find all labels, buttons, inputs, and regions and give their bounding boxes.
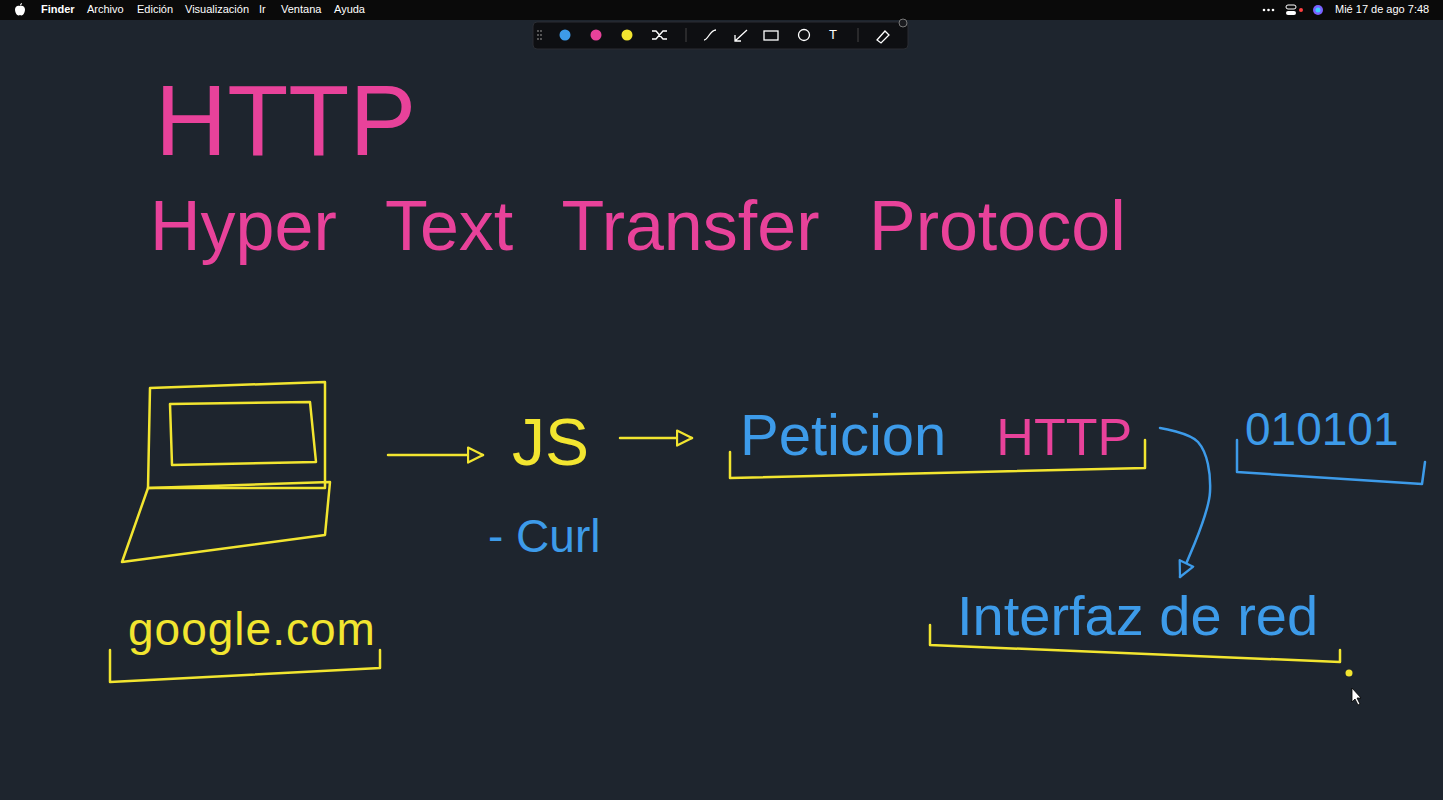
more-dot bbox=[1263, 9, 1266, 12]
record-dot bbox=[1299, 8, 1303, 12]
menu-item: Ir bbox=[259, 4, 266, 15]
arrow-tool-icon bbox=[735, 30, 747, 41]
step-label: JS bbox=[497, 401, 620, 483]
laptop-display bbox=[170, 402, 316, 465]
line-tool-icon bbox=[704, 30, 716, 40]
step-label: Peticion HTTP bbox=[700, 394, 1150, 474]
laptop-screen bbox=[148, 382, 325, 488]
separator bbox=[686, 28, 687, 42]
color-swatch bbox=[560, 30, 571, 41]
eraser-icon bbox=[877, 31, 889, 43]
more-dot bbox=[1267, 9, 1270, 12]
clock: Mié 17 de ago 7:48 bbox=[1335, 4, 1429, 15]
mouse-cursor bbox=[1352, 688, 1361, 705]
control-icon bbox=[1286, 11, 1296, 15]
color-swatch bbox=[591, 30, 602, 41]
node-text: Interfaz de red bbox=[957, 588, 1318, 644]
apple-logo bbox=[15, 3, 25, 16]
connector-arrow bbox=[620, 437, 692, 440]
connector-arrow bbox=[1160, 428, 1210, 577]
toolbar bbox=[533, 22, 908, 49]
drag-handle bbox=[537, 34, 539, 36]
circle-tool-icon bbox=[799, 30, 810, 41]
shuffle-icon bbox=[652, 31, 667, 39]
drag-handle bbox=[540, 30, 542, 32]
menu-item: Visualización bbox=[185, 4, 249, 15]
connector-arrow bbox=[388, 454, 483, 457]
bracket bbox=[110, 650, 380, 682]
siri-icon bbox=[1316, 8, 1321, 13]
pen-dot bbox=[1346, 670, 1353, 677]
drag-handle bbox=[540, 38, 542, 40]
node-text: Peticion bbox=[740, 406, 946, 464]
node-text: 010101 bbox=[1245, 406, 1399, 452]
node-text: google.com bbox=[128, 606, 376, 652]
drag-handle bbox=[537, 30, 539, 32]
menu-item: Ayuda bbox=[334, 4, 365, 15]
menu-item: Ventana bbox=[281, 4, 321, 15]
menu-item: Archivo bbox=[87, 4, 124, 15]
subtitle: Hyper Text Transfer Protocol bbox=[150, 191, 1126, 261]
node-text: HTTP bbox=[996, 411, 1132, 463]
siri-icon bbox=[1313, 5, 1323, 15]
control-icon bbox=[1286, 5, 1296, 9]
step-label: Interfaz de red bbox=[947, 580, 1331, 652]
color-swatch bbox=[622, 30, 633, 41]
laptop-base bbox=[122, 482, 330, 562]
drag-handle bbox=[540, 34, 542, 36]
separator bbox=[858, 28, 859, 42]
device-label: google.com bbox=[108, 378, 386, 660]
node-text: JS bbox=[512, 409, 589, 475]
tool-note: - Curl bbox=[488, 513, 600, 559]
close-button bbox=[899, 19, 907, 27]
drag-handle bbox=[537, 38, 539, 40]
menu-item: Finder bbox=[41, 4, 75, 15]
binary-label: 010101 bbox=[1237, 398, 1409, 460]
menu-item: Edición bbox=[137, 4, 173, 15]
heading: HTTP bbox=[155, 70, 416, 170]
text-tool-icon: T bbox=[829, 28, 837, 41]
more-dot bbox=[1272, 9, 1275, 12]
rect-tool-icon bbox=[764, 31, 778, 40]
menu-bar bbox=[0, 0, 1443, 20]
